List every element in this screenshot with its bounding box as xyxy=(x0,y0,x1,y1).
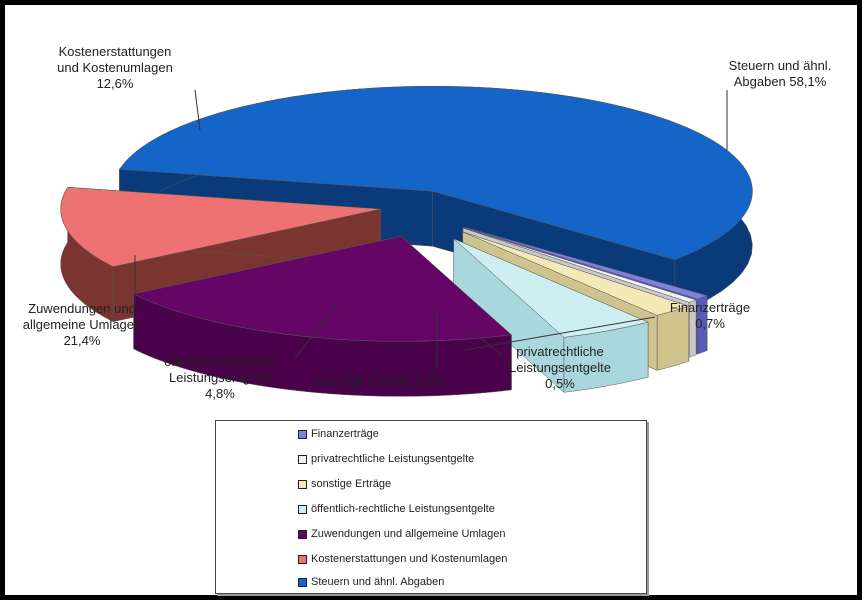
legend-swatch xyxy=(298,529,307,539)
pie-slice-4 xyxy=(453,238,649,393)
leader-line xyxy=(194,89,201,131)
label-line: 0,7% xyxy=(695,316,725,331)
legend-item-steuern: Steuern und ähnl. Abgaben xyxy=(298,573,444,591)
legend-label: öffentlich-rechtliche Leistungsentgelte xyxy=(311,503,495,515)
pie-chart xyxy=(60,85,753,397)
legend-label: privatrechtliche Leistungsentgelte xyxy=(311,453,475,465)
legend-item-kostenerstattungen: Kostenerstattungen und Kostenumlagen xyxy=(298,550,507,568)
label-line: öffentlich-rechtliche xyxy=(164,354,276,369)
legend-item-oeffentlich: öffentlich-rechtliche Leistungsentgelte xyxy=(298,500,495,518)
label-line: 4,8% xyxy=(205,386,235,401)
slice-top xyxy=(118,85,753,260)
label-line: Leistungsentgelte xyxy=(169,370,271,385)
label-zuwendungen: Zuwendungen und allgemeine Umlagen 21,4% xyxy=(7,301,157,349)
slice-top xyxy=(462,227,697,303)
pie-slice-5 xyxy=(132,235,513,397)
label-line: allgemeine Umlagen xyxy=(22,317,142,332)
label-line: sonstige Erträge 2,1% xyxy=(316,373,444,388)
label-line: und Kostenumlagen xyxy=(57,60,173,75)
legend-label: Finanzerträge xyxy=(311,428,379,440)
label-line: Finanzerträge xyxy=(669,300,751,315)
legend-swatch xyxy=(298,454,307,464)
legend-label: Steuern und ähnl. Abgaben xyxy=(311,576,445,588)
legend: Finanzerträge privatrechtliche Leistungs… xyxy=(215,420,647,594)
label-line: 0,5% xyxy=(545,376,575,391)
legend-swatch xyxy=(298,479,307,489)
label-line: privatrechtliche xyxy=(516,344,604,359)
label-finanzertraege: Finanzerträge 0,7% xyxy=(655,300,765,332)
label-line: Kostenerstattungen xyxy=(58,44,172,59)
label-privatrechtlich: privatrechtliche Leistungsentgelte 0,5% xyxy=(490,344,630,392)
label-line: Leistungsentgelte xyxy=(509,360,611,375)
pie-slice-6 xyxy=(60,186,381,323)
legend-item-privatrechtlich: privatrechtliche Leistungsentgelte xyxy=(298,450,474,468)
label-line: 12,6% xyxy=(96,76,134,91)
legend-swatch xyxy=(298,554,307,564)
label-kostenerstattungen: Kostenerstattungen und Kostenumlagen 12,… xyxy=(35,44,195,92)
label-line: Steuern und ähnl. xyxy=(728,58,832,73)
label-line: Abgaben 58,1% xyxy=(733,74,827,89)
slice-top xyxy=(462,231,690,316)
legend-item-sonstige: sonstige Erträge xyxy=(298,475,391,493)
legend-swatch xyxy=(298,577,307,587)
slice-top xyxy=(132,236,513,342)
legend-swatch xyxy=(298,429,307,439)
leader-line xyxy=(469,329,503,356)
leader-line xyxy=(464,316,656,351)
label-oeffentlich: öffentlich-rechtliche Leistungsentgelte … xyxy=(145,354,295,402)
slice-top xyxy=(60,186,381,267)
label-line: 21,4% xyxy=(63,333,101,348)
chart-frame: Kostenerstattungen und Kostenumlagen 12,… xyxy=(5,5,857,595)
legend-swatch xyxy=(298,504,307,514)
legend-label: Zuwendungen und allgemeine Umlagen xyxy=(311,528,506,540)
label-steuern: Steuern und ähnl. Abgaben 58,1% xyxy=(710,58,850,90)
legend-item-finanzertraege: Finanzerträge xyxy=(298,425,379,443)
legend-label: sonstige Erträge xyxy=(311,478,392,490)
label-line: Zuwendungen und xyxy=(28,301,136,316)
slice-top xyxy=(464,226,708,300)
slice-top xyxy=(453,238,649,338)
legend-label: Kostenerstattungen und Kostenumlagen xyxy=(311,553,508,565)
legend-item-zuwendungen: Zuwendungen und allgemeine Umlagen xyxy=(298,525,505,543)
label-sonstige: sonstige Erträge 2,1% xyxy=(295,373,465,389)
leader-line xyxy=(294,306,336,359)
